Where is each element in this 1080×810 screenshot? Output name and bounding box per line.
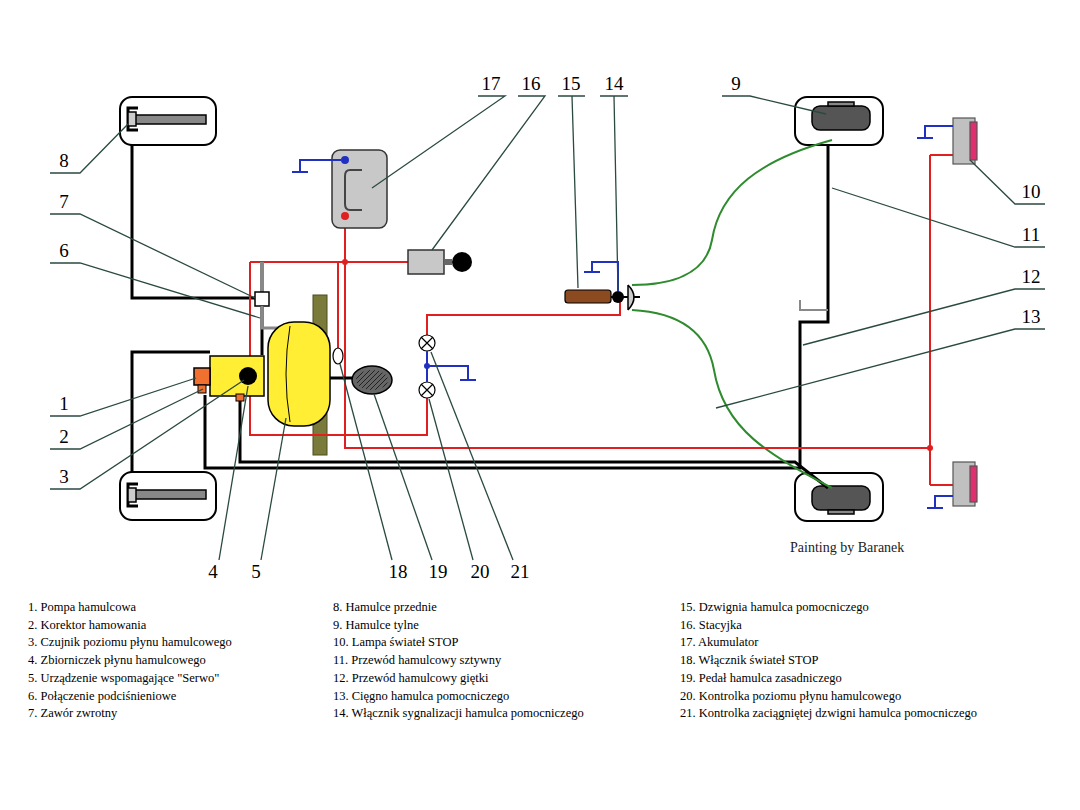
legend-entry: 12. Przewód hamulcowy giętki [333, 672, 489, 686]
callout-number: 14 [605, 74, 624, 95]
legend-entry: 13. Cięgno hamulca pomocniczego [333, 690, 509, 704]
legend-entry: 11. Przewód hamulcowy sztywny [333, 654, 501, 668]
callout-number: 7 [59, 192, 69, 213]
legend-entry: 16. Stacyjka [680, 619, 742, 633]
callout-number: 6 [59, 241, 69, 262]
legend-entry: 2. Korektor hamowania [28, 619, 146, 633]
legend-entry: 1. Pompa hamulcowa [28, 601, 136, 615]
callout-number: 13 [1022, 307, 1041, 328]
callout-number: 11 [1022, 225, 1040, 246]
callout-number: 8 [59, 151, 69, 172]
callout-number: 17 [482, 74, 501, 95]
callout-number: 5 [251, 562, 261, 583]
callout-number: 10 [1022, 182, 1041, 203]
callout-number: 2 [59, 427, 69, 448]
legend-entry: 5. Urządzenie wspomagające "Serwo" [28, 672, 219, 686]
callout-number: 20 [471, 562, 490, 583]
legend-entry: 20. Kontrolka poziomu płynu hamulcowego [680, 690, 901, 704]
legend-entry: 7. Zawór zwrotny [28, 707, 117, 721]
legend-entry: 9. Hamulce tylne [333, 619, 419, 633]
legend-entry: 3. Czujnik poziomu płynu hamulcowego [28, 636, 232, 650]
callout-number: 21 [511, 562, 530, 583]
legend-entry: 4. Zbiorniczek płynu hamulcowego [28, 654, 206, 668]
legend-entry: 14. Włącznik sygnalizacji hamulca pomocn… [333, 707, 584, 721]
legend-entry: 21. Kontrolka zaciągniętej dzwigni hamul… [680, 707, 977, 721]
legend-entry: 8. Hamulce przednie [333, 601, 437, 615]
legend-entry: 15. Dzwignia hamulca pomocniczego [680, 601, 869, 615]
callout-number: 3 [59, 467, 69, 488]
callout-number: 4 [208, 562, 218, 583]
callout-number: 9 [731, 74, 741, 95]
callout-number: 18 [389, 562, 408, 583]
callout-number: 19 [429, 562, 448, 583]
callout-number: 16 [522, 74, 541, 95]
legend-entry: 19. Pedał hamulca zasadniczego [680, 672, 842, 686]
callout-number: 1 [59, 394, 69, 415]
callout-number: 15 [562, 74, 581, 95]
callout-number: 12 [1022, 267, 1041, 288]
legend-entry: 18. Włącznik świateł STOP [680, 654, 818, 668]
signature: Painting by Baranek [790, 540, 904, 555]
legend-entry: 6. Połączenie podciśnieniowe [28, 690, 176, 704]
legend-entry: 17. Akumulator [680, 636, 758, 650]
legend-entry: 10. Lampa świateł STOP [333, 636, 458, 650]
